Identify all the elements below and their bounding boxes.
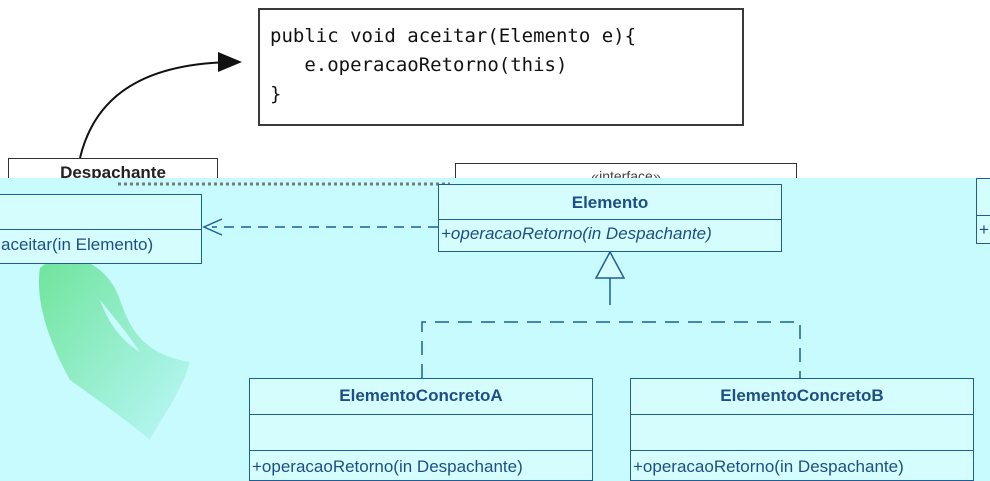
elemento-name: Elemento [571,193,649,212]
shield-logo-inner [100,300,140,352]
despachante-operation: aceitar(in Elemento) [1,235,154,254]
shield-logo-icon [38,257,191,440]
class-partial-right: + [976,178,990,244]
class-elemento-concreto-a: ElementoConcretoA +operacaoRetorno(in De… [249,378,593,481]
concreto-b-name: ElementoConcretoB [720,386,884,405]
realization-triangle [594,250,626,279]
note-arrow [79,52,242,159]
interface-elemento: Elemento +operacaoRetorno(in Despachante… [438,184,782,252]
code-line-2: e.operacaoRetorno(this) [270,54,568,76]
code-line-1: public void aceitar(Elemento e){ [270,25,637,47]
concreto-a-name: ElementoConcretoA [339,386,503,405]
code-note: public void aceitar(Elemento e){ e.opera… [258,8,744,126]
partial-class-operation: + [979,220,989,239]
code-line-3: } [270,83,282,105]
concreto-b-operation: +operacaoRetorno(in Despachante) [633,457,904,476]
elemento-operation: +operacaoRetorno(in Despachante) [441,224,712,243]
concreto-a-operation: +operacaoRetorno(in Despachante) [252,457,523,476]
realization-bus [421,321,801,378]
class-despachante: aceitar(in Elemento) [0,194,202,264]
class-elemento-concreto-b: ElementoConcretoB +operacaoRetorno(in De… [630,378,974,481]
dependency-arrowhead [202,218,223,236]
